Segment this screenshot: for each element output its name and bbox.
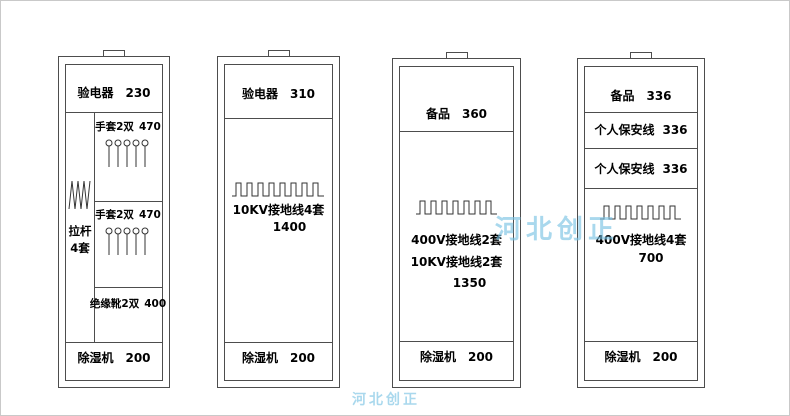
ground-wire-label: 10KV接地线4套 [225,203,332,217]
spring-icon [66,178,94,212]
cabinet-handle-icon [630,52,652,59]
watermark-center: 河北创正 [495,215,620,245]
spare-parts-label: 备品 336 [585,89,697,103]
dimension-value: 700 [585,251,697,265]
dehumidifier-label: 除湿机 200 [225,351,332,365]
cabinet-2: 验电器 310 10KV接地线4套 1400 除湿机 200 [217,50,340,388]
shelf-voltage-detector: 验电器 310 [225,87,332,101]
divider [94,201,162,202]
shelf-label: 手套2双 [95,121,134,133]
spare-parts-label: 备品 360 [400,107,513,121]
cabinet-3: 备品 360 400V接地线2套 10KV接地线2套 1350 除湿机 2 [392,52,521,388]
divider [585,341,697,342]
shelf-voltage-detector: 验电器 230 [66,86,162,100]
shelf-dimension: 1400 [272,220,307,234]
shelf-label: 绝缘靴2双 [89,298,140,310]
cabinet-frame: 验电器 310 10KV接地线4套 1400 除湿机 200 [224,64,333,381]
divider [66,342,162,343]
ground-wire-symbol [225,181,332,197]
shelf-label: 个人保安线 [594,123,655,137]
cabinet-handle-icon [445,52,468,59]
shelf-label: 备品 [610,89,635,103]
pull-rod-line2: 4套 [70,241,90,255]
shelf-label: 10KV接地线4套 [232,203,325,217]
shelf-label: 验电器 [77,86,114,100]
divider [94,112,95,342]
cabinet-1: 验电器 230 拉杆 4套 手套2双 470 [58,50,170,388]
shelf-label: 除湿机 [419,350,456,364]
watermark-bottom: 河北创正 [352,392,420,408]
hook-pins-icon [94,139,162,169]
ground-wire-10kv-label: 10KV接地线2套 [400,255,513,269]
glove-row-1: 手套2双 470 [94,120,162,134]
shelf-dimension: 470 [138,209,161,221]
glove-row-2: 手套2双 470 [94,208,162,222]
shelf-label: 备品 [425,107,450,121]
shelf-dimension: 200 [467,350,494,364]
shelf-dimension: 360 [461,107,488,121]
cabinet-handle-icon [103,50,125,57]
shelf-label: 除湿机 [604,350,641,364]
divider [585,188,697,189]
cabinet-frame: 备品 360 400V接地线2套 10KV接地线2套 1350 除湿机 2 [399,66,514,381]
shelf-dimension: 1350 [452,276,487,290]
shelf-dimension: 200 [652,350,678,364]
pull-rod-label: 拉杆 4套 [66,223,94,257]
shelf-dimension: 336 [646,89,672,103]
cabinet-handle-icon [267,50,290,57]
divider [400,341,513,342]
shelf-dimension: 230 [125,86,151,100]
shelf-dimension: 400 [144,298,167,310]
shelf-label: 400V接地线4套 [595,233,687,247]
divider [94,287,162,288]
divider [585,148,697,149]
cabinet-frame: 备品 336 个人保安线 336 个人保安线 336 400V接地线4套 [584,66,698,381]
personal-safety-line-row-1: 个人保安线 336 [585,123,697,137]
boots-row: 绝缘靴2双 400 [90,297,166,311]
dimension-value: 1350 [400,276,513,290]
dehumidifier-label: 除湿机 200 [400,350,513,364]
shelf-dimension: 470 [138,121,161,133]
personal-safety-line-row-2: 个人保安线 336 [585,162,697,176]
ground-wire-symbol [585,204,697,220]
shelf-dimension: 700 [638,251,664,265]
ground-wire-400v-label: 400V接地线2套 [400,233,513,247]
divider [400,131,513,132]
dimension-value: 1400 [225,220,332,234]
shelf-dimension: 336 [662,123,688,137]
ground-wire-symbol [400,199,513,215]
shelf-label: 手套2双 [95,209,134,221]
shelf-label: 个人保安线 [594,162,655,176]
divider [585,112,697,113]
dehumidifier-label: 除湿机 200 [585,350,697,364]
cabinet-4: 备品 336 个人保安线 336 个人保安线 336 400V接地线4套 [577,52,705,388]
shelf-dimension: 336 [662,162,688,176]
shelf-label: 除湿机 [241,351,278,365]
shelf-dimension: 310 [289,87,316,101]
cabinet-frame: 验电器 230 拉杆 4套 手套2双 470 [65,64,166,381]
shelf-label: 验电器 [241,87,278,101]
shelf-dimension: 200 [289,351,316,365]
shelf-dimension: 200 [125,351,151,365]
shelf-label: 400V接地线2套 [411,233,502,247]
hook-pins-icon [94,227,162,257]
divider [225,342,332,343]
ground-wire-label: 400V接地线4套 [585,233,697,247]
pull-rod-line1: 拉杆 [68,224,92,238]
divider [225,118,332,119]
dehumidifier-label: 除湿机 200 [66,351,162,365]
shelf-label: 10KV接地线2套 [410,255,503,269]
shelf-label: 除湿机 [77,351,114,365]
divider [66,112,162,113]
